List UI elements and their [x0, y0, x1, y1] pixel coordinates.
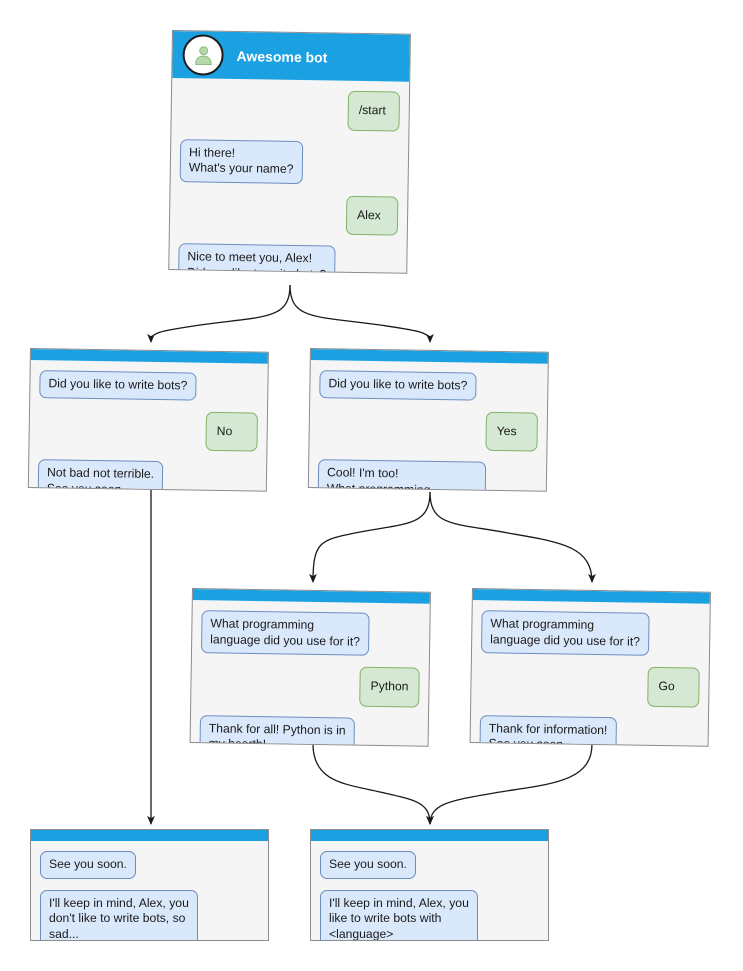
user-message-bubble[interactable]: Go	[647, 666, 700, 708]
message-row: Did you like to write bots?	[39, 370, 258, 401]
chat-body-branch-no: Did you like to write bots? No Not bad n…	[28, 360, 267, 492]
message-row: Did you like to write bots?	[319, 370, 538, 401]
message-row: Nice to meet you, Alex! Did you like to …	[177, 243, 398, 274]
bot-message-bubble[interactable]: Cool! I'm too! What programming language…	[317, 459, 486, 492]
message-row: Yes	[318, 409, 539, 452]
bot-message-bubble[interactable]: See you soon.	[320, 851, 416, 879]
bot-message-bubble[interactable]: Hi there! What's your name?	[179, 138, 303, 184]
message-row: What programming language did you use fo…	[200, 610, 421, 656]
edge-yes-to-python	[309, 491, 431, 584]
chat-body-end-sad: See you soon. I'll keep in mind, Alex, y…	[31, 841, 268, 940]
message-row: Thank for all! Python is in my hearth! S…	[199, 714, 419, 747]
message-row: What programming language did you use fo…	[480, 610, 701, 656]
edge-root-to-yes	[289, 284, 434, 344]
bot-message-bubble[interactable]: Nice to meet you, Alex! Did you like to …	[177, 243, 336, 274]
message-row: Python	[200, 664, 420, 708]
user-message-bubble[interactable]: Python	[359, 666, 420, 708]
message-row: Thank for information! See you soon.	[479, 714, 699, 747]
bot-message-bubble[interactable]: I'll keep in mind, Alex, you don't like …	[40, 889, 198, 940]
message-row: See you soon.	[40, 851, 259, 879]
chat-body-root: /start Hi there! What's your name? Alex …	[169, 78, 409, 274]
chat-header-end-happy	[311, 830, 548, 841]
bot-message-bubble[interactable]: Did you like to write bots?	[39, 370, 197, 401]
message-row: Cool! I'm too! What programming language…	[317, 459, 537, 492]
chat-card-root[interactable]: Awesome bot /start Hi there! What's your…	[168, 30, 411, 274]
message-row: Alex	[179, 193, 399, 236]
bot-message-bubble[interactable]: Not bad not terrible. See you soon.	[37, 459, 164, 492]
chat-card-branch-python[interactable]: What programming language did you use fo…	[189, 588, 431, 747]
message-row: See you soon.	[320, 851, 539, 879]
person-avatar-icon	[182, 34, 224, 76]
user-message-bubble[interactable]: No	[205, 411, 259, 452]
edge-yes-to-go	[429, 491, 596, 584]
chat-card-branch-no[interactable]: Did you like to write bots? No Not bad n…	[27, 348, 269, 492]
chat-body-end-happy: See you soon. I'll keep in mind, Alex, y…	[311, 841, 548, 940]
chat-header-root: Awesome bot	[172, 31, 410, 82]
bot-message-bubble[interactable]: See you soon.	[40, 851, 136, 879]
chat-body-branch-python: What programming language did you use fo…	[190, 600, 430, 747]
message-row: Hi there! What's your name?	[179, 138, 400, 185]
edge-root-to-no	[147, 284, 291, 344]
bot-message-bubble[interactable]: Did you like to write bots?	[319, 370, 477, 401]
message-row: Go	[480, 664, 700, 708]
chat-body-branch-go: What programming language did you use fo…	[470, 600, 710, 747]
chat-card-branch-go[interactable]: What programming language did you use fo…	[469, 588, 711, 747]
chat-body-branch-yes: Did you like to write bots? Yes Cool! I'…	[308, 360, 548, 492]
bot-name-label: Awesome bot	[236, 47, 328, 65]
bot-message-bubble[interactable]: I'll keep in mind, Alex, you like to wri…	[320, 889, 478, 940]
edge-python-to-end-happy	[312, 743, 434, 826]
message-row: Not bad not terrible. See you soon.	[37, 459, 258, 492]
message-row: No	[38, 409, 259, 452]
chat-card-end-happy[interactable]: See you soon. I'll keep in mind, Alex, y…	[310, 829, 549, 941]
bot-message-bubble[interactable]: Thank for information! See you soon.	[479, 714, 617, 747]
edge-go-to-end-happy	[426, 743, 593, 826]
user-message-bubble[interactable]: Alex	[345, 195, 399, 236]
user-message-bubble[interactable]: /start	[347, 90, 401, 132]
bot-message-bubble[interactable]: Thank for all! Python is in my hearth! S…	[199, 714, 355, 747]
chat-card-branch-yes[interactable]: Did you like to write bots? Yes Cool! I'…	[307, 348, 549, 492]
message-row: I'll keep in mind, Alex, you don't like …	[40, 889, 259, 940]
chat-card-end-sad[interactable]: See you soon. I'll keep in mind, Alex, y…	[30, 829, 269, 941]
user-message-bubble[interactable]: Yes	[485, 411, 539, 452]
message-row: I'll keep in mind, Alex, you like to wri…	[320, 889, 539, 940]
chat-header-end-sad	[31, 830, 268, 841]
message-row: /start	[180, 88, 401, 132]
bot-message-bubble[interactable]: What programming language did you use fo…	[480, 610, 650, 656]
bot-message-bubble[interactable]: What programming language did you use fo…	[200, 610, 370, 656]
